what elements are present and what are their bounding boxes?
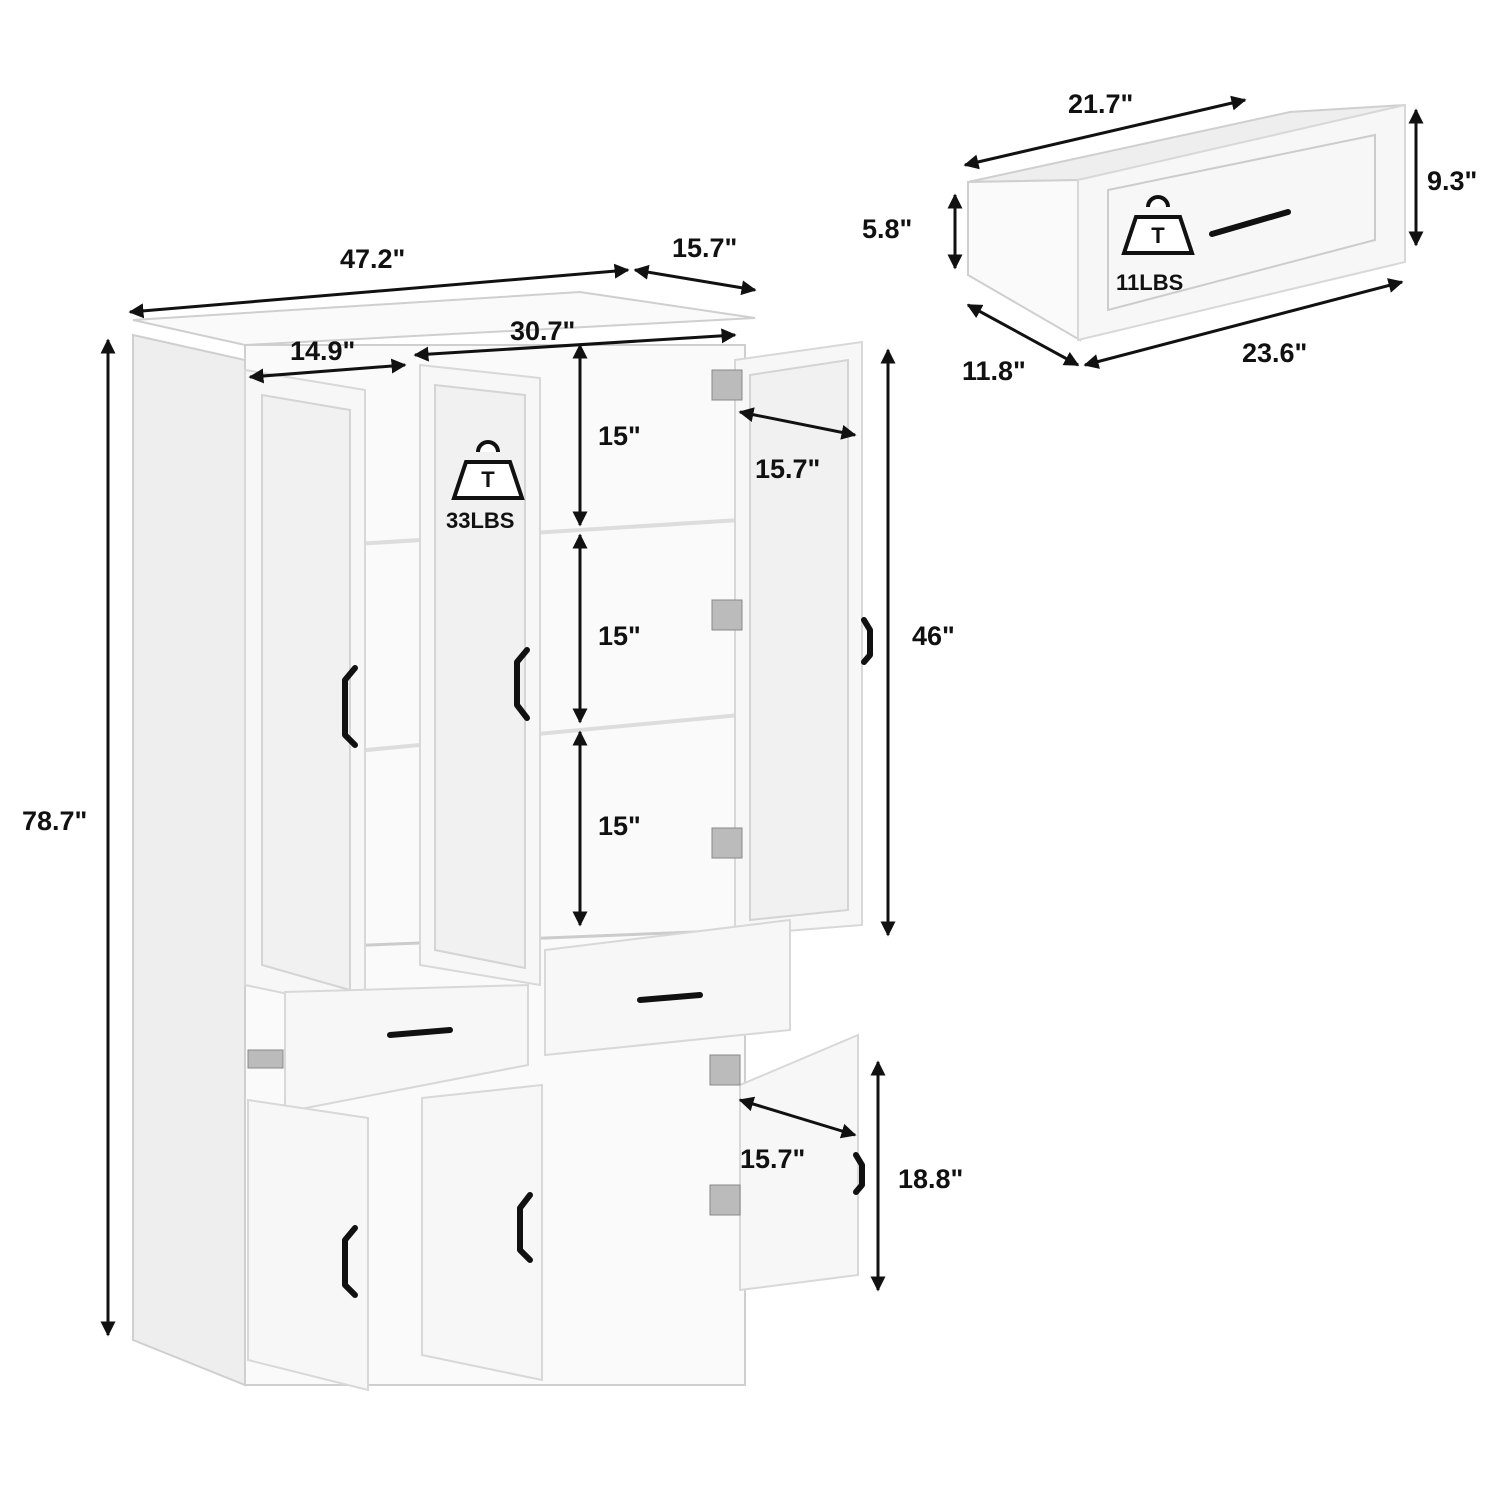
hinge-icon — [709, 1054, 741, 1086]
lower-door-depth-label: 15.7" — [740, 1144, 805, 1174]
lower-door-left — [247, 1098, 369, 1392]
weight-icon: T — [1121, 195, 1195, 255]
drawer-front-width-label: 23.6" — [1242, 338, 1307, 368]
cabinet-side-panel — [132, 333, 246, 1387]
svg-text:T: T — [1151, 223, 1165, 248]
overall-height-label: 78.7" — [22, 806, 87, 836]
upper-height-label: 46" — [912, 621, 955, 651]
shelf-height-label-3: 15" — [598, 811, 641, 841]
weight-icon: T — [451, 440, 525, 500]
hinge-icon — [711, 827, 743, 859]
drawer-width-label: 21.7" — [1068, 89, 1133, 119]
shelf-load-label: 33LBS — [446, 508, 514, 533]
drawer-inner-height-label: 5.8" — [862, 214, 912, 244]
drawer-left-open — [247, 983, 529, 1114]
drawer-front-height-label: 9.3" — [1427, 166, 1477, 196]
svg-text:T: T — [481, 467, 495, 492]
overall-depth-label: 15.7" — [672, 233, 737, 263]
cabinet-top — [132, 290, 756, 347]
drawer-depth-label: 11.8" — [962, 356, 1026, 386]
upper-door-middle — [419, 363, 541, 987]
upper-door-left — [244, 368, 366, 1012]
overall-width-label: 47.2" — [340, 244, 405, 274]
drawer-right — [544, 918, 791, 1057]
lower-height-label: 18.8" — [898, 1164, 963, 1194]
cabinet-illustration — [132, 290, 873, 1392]
lower-door-middle — [421, 1083, 543, 1382]
hinge-icon — [711, 599, 743, 631]
upper-door-right — [711, 340, 873, 937]
inner-width-label: 30.7" — [510, 316, 575, 346]
hinge-icon — [709, 1184, 741, 1216]
shelf-height-label-1: 15" — [598, 421, 641, 451]
drawer-load-label: 11LBS — [1116, 270, 1183, 295]
drawer-illustration — [967, 103, 1406, 342]
shelf-height-label-2: 15" — [598, 621, 641, 651]
upper-door-width-label: 14.9" — [290, 336, 355, 366]
upper-door-depth-label: 15.7" — [755, 454, 820, 484]
hinge-icon — [711, 369, 743, 401]
